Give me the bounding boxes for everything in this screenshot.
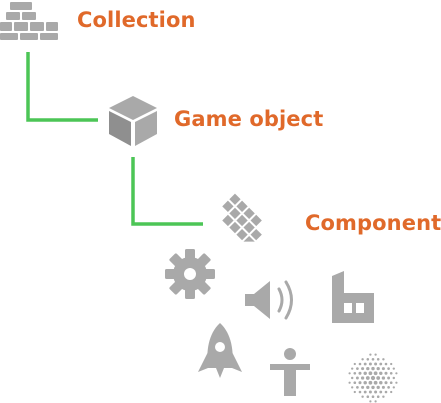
dot xyxy=(363,390,367,394)
dot xyxy=(371,357,375,361)
dot xyxy=(363,371,367,376)
dot xyxy=(368,390,372,394)
dot xyxy=(358,381,362,385)
collection-label: Collection xyxy=(77,8,196,32)
dot xyxy=(351,367,354,370)
dot xyxy=(376,358,380,361)
game-object-label: Game object xyxy=(174,107,324,131)
dot xyxy=(374,400,377,403)
dot xyxy=(363,362,367,366)
dot xyxy=(374,390,378,394)
dot xyxy=(392,367,395,370)
bricks-icon xyxy=(0,2,58,40)
dot xyxy=(363,380,367,385)
connector-collection-to-gameobject xyxy=(26,52,98,122)
dot xyxy=(353,362,356,366)
dot xyxy=(395,381,398,384)
dot xyxy=(384,381,388,385)
dot xyxy=(358,371,362,375)
dot xyxy=(360,376,365,380)
dot xyxy=(376,376,381,380)
dot xyxy=(361,395,364,398)
dot xyxy=(358,362,362,366)
dot xyxy=(376,395,380,398)
dot xyxy=(371,366,375,371)
dot xyxy=(381,376,386,380)
dot xyxy=(387,367,390,370)
dot xyxy=(376,366,380,371)
dot xyxy=(371,385,375,390)
dot xyxy=(379,380,383,385)
dot xyxy=(366,395,370,398)
dot xyxy=(374,362,378,366)
dot xyxy=(368,371,373,376)
dot xyxy=(356,367,359,370)
dot xyxy=(361,358,364,361)
dot xyxy=(370,375,376,381)
dot xyxy=(361,385,365,389)
dot xyxy=(390,362,393,366)
dot xyxy=(368,362,372,366)
dot xyxy=(351,386,354,389)
dot xyxy=(369,353,372,356)
dot xyxy=(373,371,378,376)
dot xyxy=(356,386,359,389)
dot xyxy=(353,371,357,375)
dot xyxy=(368,380,373,385)
dot xyxy=(369,400,372,403)
dot xyxy=(353,381,357,385)
dot xyxy=(353,390,356,394)
dot xyxy=(387,386,390,389)
dot xyxy=(381,367,385,371)
dot xyxy=(379,390,383,394)
dot xyxy=(361,367,365,371)
dot xyxy=(382,395,385,398)
tiles-icon xyxy=(222,193,262,242)
dot xyxy=(373,380,378,385)
dot xyxy=(384,371,388,375)
dot xyxy=(382,358,385,361)
dot xyxy=(374,353,377,356)
dot xyxy=(350,376,354,380)
dot xyxy=(355,376,359,380)
rocket-icon xyxy=(198,323,242,378)
dot xyxy=(379,362,383,366)
dot xyxy=(366,366,370,371)
dot xyxy=(384,390,388,394)
dot-grid-icon xyxy=(348,353,398,403)
dot xyxy=(366,385,370,390)
dot xyxy=(376,385,380,390)
speaker-icon xyxy=(245,280,293,320)
dot xyxy=(365,376,370,380)
dot xyxy=(348,381,351,384)
component-label: Component xyxy=(305,211,441,235)
dot xyxy=(379,371,383,376)
dot xyxy=(389,371,393,375)
dot xyxy=(384,362,388,366)
cube-icon xyxy=(109,96,157,146)
dot xyxy=(348,372,351,375)
dot xyxy=(390,390,393,394)
factory-icon xyxy=(332,271,374,323)
dot xyxy=(392,386,395,389)
gear-icon xyxy=(165,249,215,299)
dot xyxy=(371,395,375,399)
figure-icon xyxy=(270,348,310,396)
dot xyxy=(366,358,370,361)
connector-gameobject-to-component xyxy=(131,157,203,226)
dot xyxy=(392,376,396,380)
dot xyxy=(358,390,362,394)
dot xyxy=(387,376,391,380)
dot xyxy=(389,381,393,385)
dot xyxy=(381,385,385,389)
dot xyxy=(395,372,398,375)
